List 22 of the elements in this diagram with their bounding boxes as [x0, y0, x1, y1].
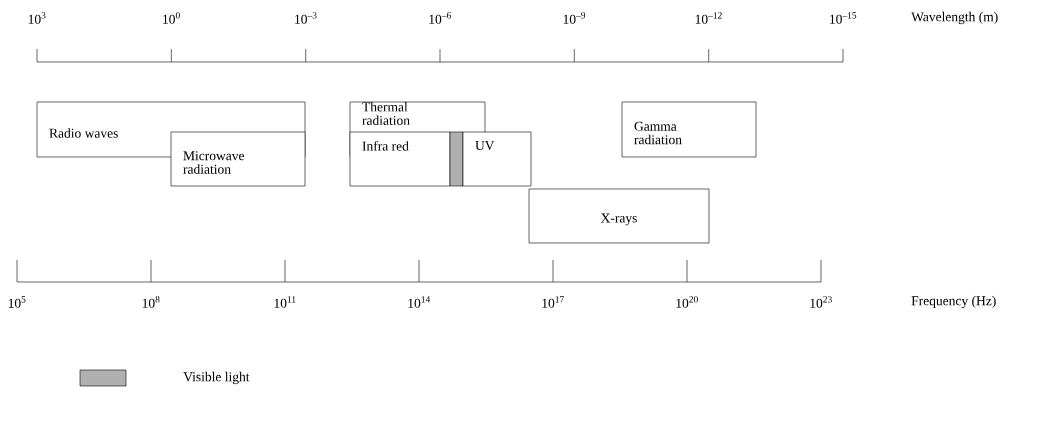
band-box: X-rays: [528, 188, 710, 244]
tick-label: 10$^{–3}$: [295, 12, 317, 24]
tick-label: 10$^{0}$: [163, 12, 180, 24]
band-box: Infra red: [349, 131, 451, 187]
axis-title: Frequency (Hz): [911, 295, 996, 309]
tick-label: 10$^{5}$: [8, 296, 26, 308]
tick-label: 10$^{11}$: [274, 296, 296, 308]
tick-label: 10$^{–15}$: [830, 12, 857, 24]
tick-label: 10$^{17}$: [542, 296, 564, 308]
tick-label: 10$^{–6}$: [429, 12, 451, 24]
band-box: Gamma radiation: [621, 101, 757, 158]
tick-label: 10$^{23}$: [810, 296, 832, 308]
band-box: Microwave radiation: [170, 131, 306, 187]
tick-label: 10$^{–9}$: [563, 12, 586, 24]
axis-title: Wavelength (m): [911, 11, 998, 25]
tick-label: 10$^{14}$: [408, 296, 431, 308]
tick-label: 10$^{–12}$: [695, 12, 722, 24]
tick-label: 10$^{20}$: [676, 296, 698, 308]
tick-label: 10$^{8}$: [142, 296, 160, 308]
tick-label: 10$^{3}$: [28, 12, 46, 24]
legend-label: Visible light: [183, 371, 250, 385]
band-box: UV: [462, 131, 532, 187]
